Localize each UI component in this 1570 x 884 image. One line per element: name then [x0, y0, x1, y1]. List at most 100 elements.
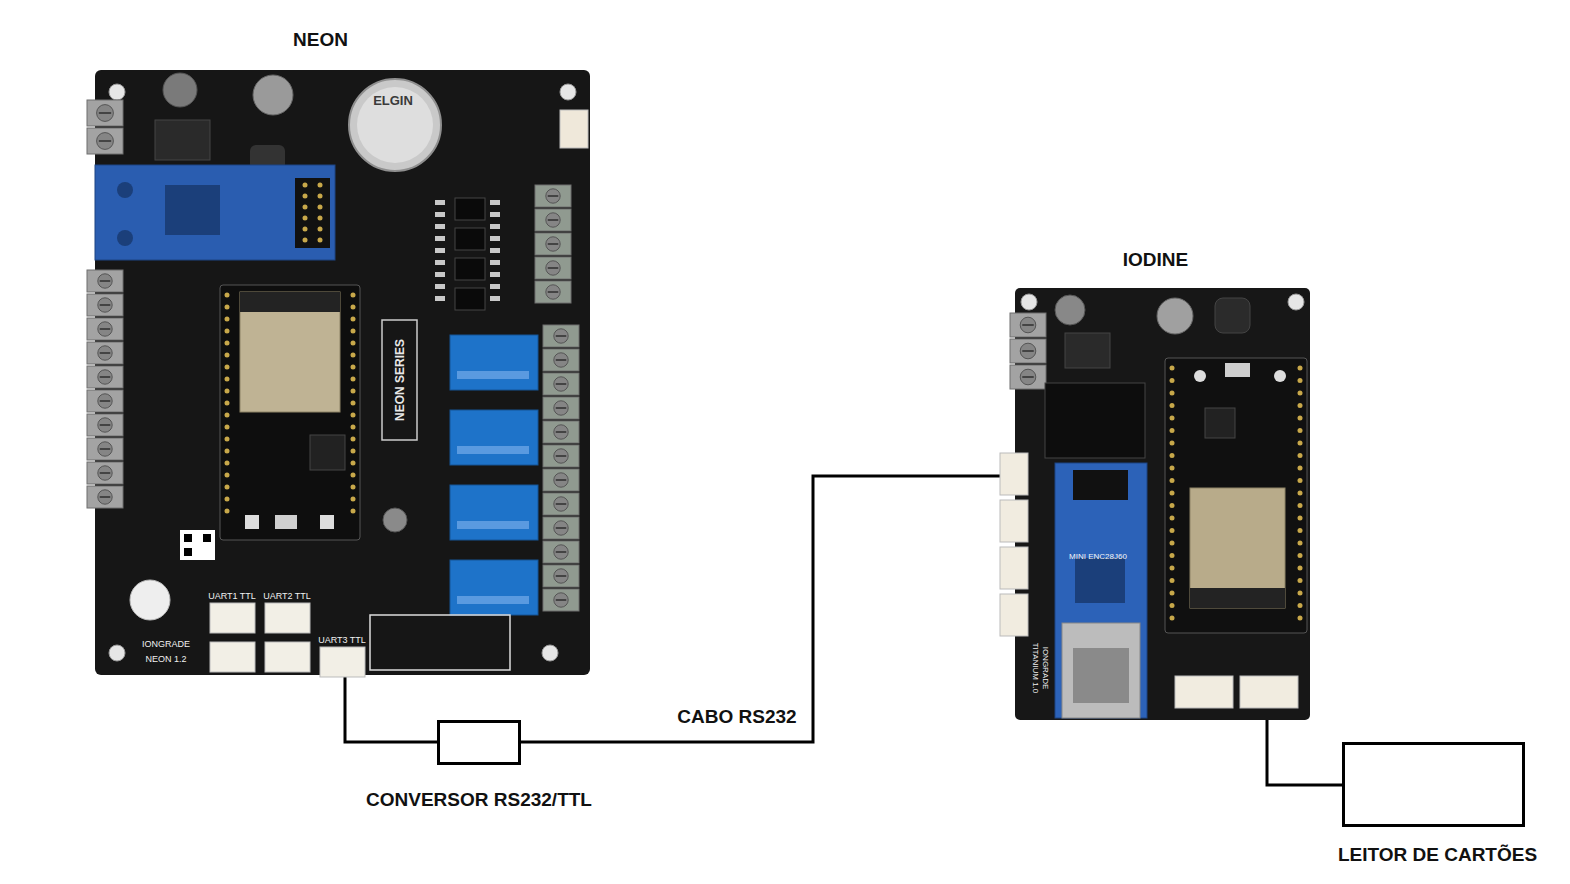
board-title: IODINE	[1123, 249, 1188, 271]
terminal-screw	[1020, 369, 1036, 385]
usb-port	[275, 515, 297, 529]
transistor	[455, 288, 485, 310]
smd-part	[490, 212, 500, 217]
push-button	[245, 515, 259, 529]
header-pin	[1298, 391, 1303, 396]
header-pin	[1170, 603, 1175, 608]
header-pin	[1298, 553, 1303, 558]
header-pin	[351, 329, 356, 334]
relay-print	[457, 596, 529, 604]
header-pin	[351, 305, 356, 310]
silkscreen-label: UART2 TTL	[263, 592, 311, 601]
screw-slot	[556, 455, 567, 457]
smd-part	[490, 296, 500, 301]
header-pin	[1298, 378, 1303, 383]
terminal-block	[535, 257, 571, 279]
screw-slot	[556, 551, 567, 553]
terminal-block	[1010, 365, 1046, 389]
pin-header	[295, 178, 330, 248]
terminal-screw	[554, 593, 568, 607]
header-pin	[1170, 416, 1175, 421]
terminal-screw	[554, 401, 568, 415]
pcb-board	[1015, 288, 1310, 720]
relay-print	[457, 521, 529, 529]
board-illustration	[1015, 288, 1310, 720]
terminal-block	[543, 541, 579, 563]
screw-slot	[1022, 324, 1033, 326]
header-pin	[351, 365, 356, 370]
screw-slot	[556, 575, 567, 577]
relay-print	[457, 371, 529, 379]
jst-connector	[1000, 547, 1028, 589]
terminal-screw	[98, 394, 112, 408]
header-pin	[303, 216, 308, 221]
header-pin	[225, 437, 230, 442]
smd-part	[435, 272, 445, 277]
header-pin	[318, 194, 323, 199]
terminal-screw	[98, 466, 112, 480]
screw-slot	[99, 112, 111, 114]
transistor	[455, 198, 485, 220]
header-pin	[303, 183, 308, 188]
capacitor	[253, 75, 293, 115]
qr-mark	[203, 534, 211, 542]
ethernet-crystal	[117, 230, 133, 246]
header-pin	[1170, 403, 1175, 408]
header-pin	[1298, 603, 1303, 608]
terminal-screw	[554, 353, 568, 367]
screw-slot	[556, 407, 567, 409]
jst-connector	[560, 110, 588, 148]
header-pin	[1170, 566, 1175, 571]
terminal-block	[87, 438, 123, 460]
header-pin	[1298, 403, 1303, 408]
terminal-block	[1010, 339, 1046, 363]
smd-part	[490, 224, 500, 229]
terminal-block	[87, 270, 123, 292]
ethernet-module	[95, 165, 335, 260]
ethernet-module	[1055, 463, 1147, 718]
header-pin	[318, 227, 323, 232]
header-pin	[351, 317, 356, 322]
coin-battery	[349, 79, 441, 171]
terminal-screw	[546, 237, 560, 251]
terminal-screw	[1020, 317, 1036, 333]
header-pin	[318, 205, 323, 210]
header-pin	[1298, 503, 1303, 508]
header-pin	[351, 389, 356, 394]
coin-battery-face	[357, 87, 433, 163]
terminal-screw	[554, 425, 568, 439]
terminal-block	[543, 421, 579, 443]
terminal-block	[87, 294, 123, 316]
terminal-block	[543, 565, 579, 587]
header-pin	[225, 497, 230, 502]
screw-slot	[556, 383, 567, 385]
board-title: NEON	[293, 29, 348, 51]
pin-header	[1073, 470, 1128, 500]
cable-label: CABO RS232	[677, 706, 796, 728]
esp32-module	[240, 292, 340, 412]
board-illustration	[95, 70, 590, 675]
terminal-screw	[554, 545, 568, 559]
screw-slot	[100, 472, 111, 474]
header-pin	[351, 377, 356, 382]
terminal-block	[543, 349, 579, 371]
terminal-screw	[554, 329, 568, 343]
cable-line	[521, 476, 1015, 742]
header-pin	[318, 238, 323, 243]
relay-print	[457, 446, 529, 454]
push-button	[1194, 370, 1206, 382]
inductor	[1215, 298, 1250, 333]
header-pin	[1298, 441, 1303, 446]
header-pin	[1170, 453, 1175, 458]
terminal-screw	[554, 473, 568, 487]
silkscreen-label: UART3 TTL	[318, 636, 366, 645]
header-pin	[225, 341, 230, 346]
smd-part	[490, 200, 500, 205]
header-pin	[1170, 428, 1175, 433]
terminal-screw	[554, 497, 568, 511]
uart-connector	[210, 603, 255, 633]
header-pin	[351, 437, 356, 442]
header-pin	[225, 353, 230, 358]
screw-slot	[556, 527, 567, 529]
esp32-devboard	[220, 285, 360, 540]
